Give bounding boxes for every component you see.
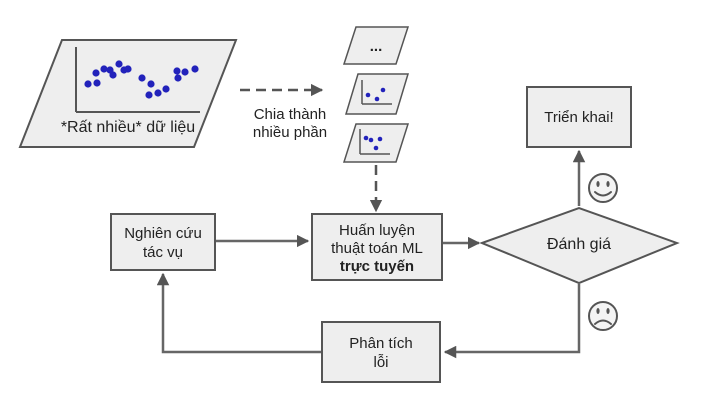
analyze-line1: Phân tích [349, 335, 412, 352]
data-point [93, 79, 101, 87]
chunk-point [368, 137, 374, 143]
analyze-line2: lỗi [373, 354, 388, 371]
chunk-point [363, 135, 369, 141]
data-point [109, 71, 117, 79]
chunk-more-label: ... [370, 38, 383, 55]
study-box: Nghiên cứu tác vụ [110, 213, 216, 271]
deploy-box: Triển khai! [526, 86, 632, 148]
split-label-line2: nhiều phần [253, 124, 327, 141]
train-line1: Huấn luyện [339, 222, 415, 239]
evaluate-diamond: Đánh giá [479, 206, 680, 285]
data-point [154, 89, 162, 97]
chunk-more: ... [342, 26, 410, 65]
evaluate-to-analyze-arrow [443, 284, 581, 359]
sad-face-icon [588, 301, 618, 331]
data-point [174, 74, 182, 82]
chunk-point [380, 87, 386, 93]
chunk-point [365, 92, 371, 98]
data-point [92, 69, 100, 77]
train-line3: trực tuyến [340, 258, 414, 275]
study-line2: tác vụ [143, 244, 183, 261]
data-point [162, 85, 170, 93]
evaluate-label: Đánh giá [547, 236, 611, 253]
data-label: *Rất nhiều* dữ liệu [61, 119, 195, 136]
chunk-point [373, 145, 379, 151]
train-line2: thuật toán ML [331, 240, 423, 257]
study-line1: Nghiên cứu [124, 225, 202, 242]
data-point [173, 67, 181, 75]
deploy-label: Triển khai! [544, 109, 613, 126]
split-label-line1: Chia thành [254, 106, 327, 123]
data-parallelogram [18, 39, 238, 148]
data-point [84, 80, 92, 88]
chunk-3 [342, 123, 410, 163]
data-point [138, 74, 146, 82]
data-point [124, 65, 132, 73]
train-box: Huấn luyện thuật toán ML trực tuyến [311, 213, 443, 281]
data-scatter [84, 60, 199, 99]
data-point [181, 68, 189, 76]
data-point [100, 65, 108, 73]
data-point [191, 65, 199, 73]
data-point [115, 60, 123, 68]
happy-face-icon [588, 173, 618, 203]
chunk-point [374, 96, 380, 102]
data-block: *Rất nhiều* dữ liệu [18, 39, 238, 148]
chunk-2 [344, 73, 410, 115]
data-point [145, 91, 153, 99]
chunk-point [377, 136, 383, 142]
data-point [147, 80, 155, 88]
analyze-to-study-arrow [156, 272, 321, 354]
analyze-box: Phân tích lỗi [321, 321, 441, 383]
